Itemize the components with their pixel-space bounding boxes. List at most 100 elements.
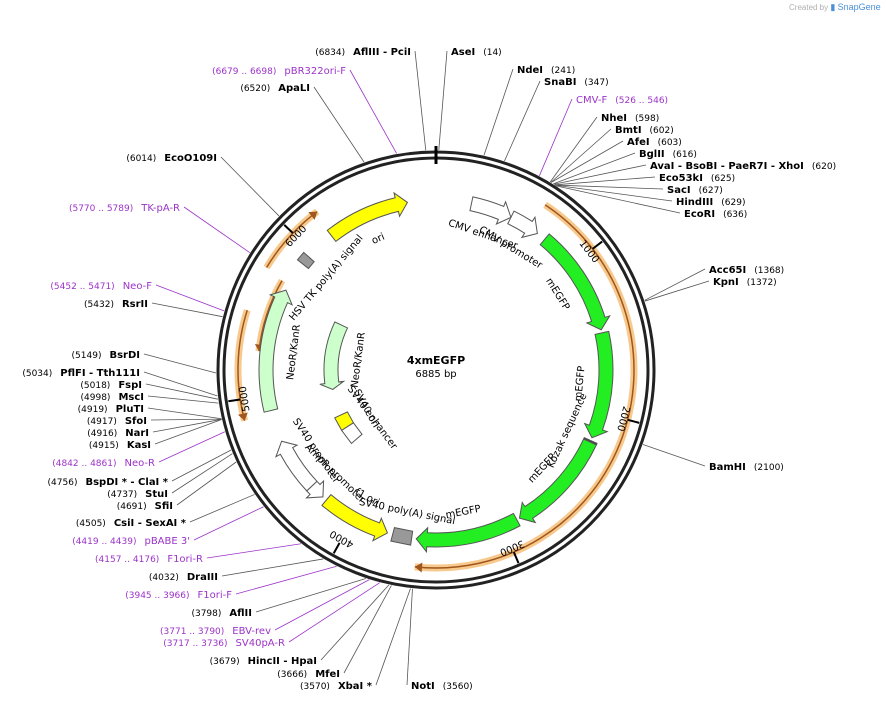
feature-box: [296, 251, 315, 270]
enzyme-position: (620): [812, 162, 836, 172]
primer-name: Neo-F: [123, 281, 153, 292]
enzyme-name: BmtI: [615, 125, 642, 136]
leader-line: [193, 506, 264, 541]
primer-range: (5770 .. 5789): [69, 204, 133, 214]
enzyme-name: AseI: [451, 47, 475, 58]
orf-arrowhead: [308, 211, 318, 220]
primer-name: SV40pA-R: [236, 638, 285, 649]
primer-range: (526 .. 546): [615, 96, 668, 106]
leader-line: [375, 588, 411, 686]
primer-name: Neo-R: [125, 458, 156, 469]
enzyme-position: (598): [635, 114, 659, 124]
tick-mark: [332, 542, 341, 554]
enzyme-label: (5034)PflFI - Tth111I: [22, 368, 140, 379]
enzyme-position: (14): [483, 48, 501, 58]
enzyme-name: SfoI: [125, 416, 147, 427]
enzyme-name: SnaBI: [544, 77, 576, 88]
enzyme-position: (4998): [81, 393, 111, 403]
leader-line: [644, 268, 706, 301]
feature-label: ori: [370, 231, 386, 246]
leader-line: [553, 164, 647, 185]
primer-label: (6679 .. 6698)pBR322ori-F: [212, 66, 346, 77]
plasmid-name: 4xmEGFP: [407, 354, 465, 367]
feature-arrow: [469, 196, 512, 225]
primer-range: (6679 .. 6698): [212, 67, 276, 77]
enzyme-position: (6834): [315, 48, 345, 58]
enzyme-position: (347): [584, 78, 608, 88]
primer-label: (5770 .. 5789) TK-pA-R: [69, 203, 180, 214]
orf-layer: [234, 201, 638, 573]
primer-range: (4157 .. 4176): [95, 555, 159, 565]
enzyme-position: (4916): [87, 429, 117, 439]
enzyme-name: RsrII: [122, 299, 148, 310]
enzyme-label: (4691)SfiI: [117, 501, 173, 512]
feature-arrow: [275, 440, 318, 492]
enzyme-label: (4998)MscI: [81, 392, 145, 403]
feature-label: mEGFP: [573, 365, 587, 401]
enzyme-position: (4737): [107, 490, 137, 500]
feature-arrow: [507, 210, 538, 239]
enzyme-name: AflII: [229, 608, 252, 619]
plasmid-backbone: [216, 146, 656, 590]
enzyme-name: BamHI: [709, 462, 746, 473]
enzyme-label: Acc65I(1368): [709, 265, 784, 276]
feature-arrow: [321, 493, 389, 542]
leader-line: [171, 449, 232, 482]
orf-line: [237, 309, 248, 421]
leader-line: [235, 565, 337, 595]
enzyme-name: PflFI - Tth111I: [60, 368, 140, 379]
leader-line: [414, 50, 427, 151]
snapgene-credit: Created by ▮ SnapGene: [789, 2, 881, 13]
primer-range: (5452 .. 5471): [50, 282, 114, 292]
enzyme-name: SfiI: [155, 501, 173, 512]
enzyme-label: (4916)NarI: [87, 428, 149, 439]
enzyme-label: BamHI(2100): [709, 462, 784, 473]
enzyme-name: AvaI - BsoBI - PaeR7I - XhoI: [650, 161, 804, 172]
enzyme-label: SacI(627): [667, 185, 723, 196]
primer-name: TK-pA-R: [140, 203, 180, 214]
enzyme-label: (5018)FspI: [80, 380, 142, 391]
leader-line: [504, 80, 541, 162]
enzyme-position: (6520): [240, 84, 270, 94]
leader-line: [555, 184, 673, 202]
leader-line: [554, 176, 656, 186]
leader-line: [158, 431, 226, 463]
leader-line: [183, 206, 251, 254]
snapgene-logo-icon: ▮: [830, 2, 836, 12]
enzyme-position: (4505): [76, 519, 106, 529]
leader-line: [483, 68, 514, 156]
leader-line: [556, 185, 681, 214]
feature-arrow: [518, 438, 598, 524]
leader-line: [550, 140, 624, 183]
leader-line: [550, 128, 612, 183]
enzyme-label: NotI(3560): [411, 681, 473, 692]
enzyme-name: PluTI: [116, 404, 144, 415]
leader-line: [349, 69, 398, 154]
feature-label: HSV TK poly(A) signal: [287, 233, 365, 323]
primer-name: EBV-rev: [232, 626, 271, 637]
plasmid-length: 6885 bp: [415, 369, 456, 380]
tick-mark: [512, 551, 520, 564]
enzyme-label: KpnI(1372): [713, 277, 777, 288]
tick-mark: [592, 240, 603, 250]
enzyme-label: (4919)PluTI: [78, 404, 144, 415]
leader-line: [220, 156, 280, 217]
enzyme-label: HindIII(629): [676, 197, 745, 208]
primer-range: (3717 .. 3736): [163, 639, 227, 649]
enzyme-label: (6834)AflIII - PciI: [315, 47, 411, 58]
enzyme-label: (3666)MfeI: [277, 669, 340, 680]
enzyme-label: AvaI - BsoBI - PaeR7I - XhoI (620): [650, 161, 836, 172]
primer-label: (5452 .. 5471) Neo-F: [50, 281, 152, 292]
leader-line: [255, 578, 366, 613]
enzyme-position: (6014): [126, 154, 156, 164]
leader-line: [147, 395, 219, 404]
enzyme-name: BglII: [639, 149, 665, 160]
leader-line: [343, 585, 392, 674]
leader-line: [221, 558, 324, 577]
enzyme-label: AseI (14): [451, 47, 502, 58]
enzyme-label: (3679)HincII - HpaI: [210, 656, 317, 667]
feature-box: [340, 422, 363, 445]
leader-line: [539, 98, 573, 176]
feature-arrow: [258, 289, 294, 413]
